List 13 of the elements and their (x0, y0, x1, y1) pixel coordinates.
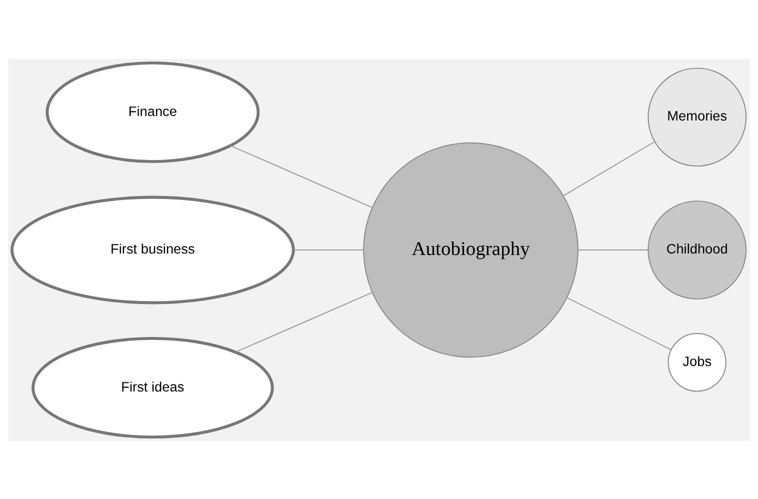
connector (562, 140, 656, 196)
connector (235, 292, 373, 352)
connector (293, 249, 364, 250)
node-circle: Childhood (648, 200, 747, 299)
node-ellipse: Finance (46, 60, 260, 163)
node-circle: Autobiography (363, 142, 578, 358)
node-ellipse: First ideas (32, 336, 274, 438)
node-ellipse: First business (10, 195, 295, 304)
node-circle: Memories (648, 67, 747, 166)
node-circle: Jobs (668, 332, 726, 392)
connector (578, 249, 649, 250)
connector (566, 296, 672, 350)
connector (230, 144, 373, 208)
